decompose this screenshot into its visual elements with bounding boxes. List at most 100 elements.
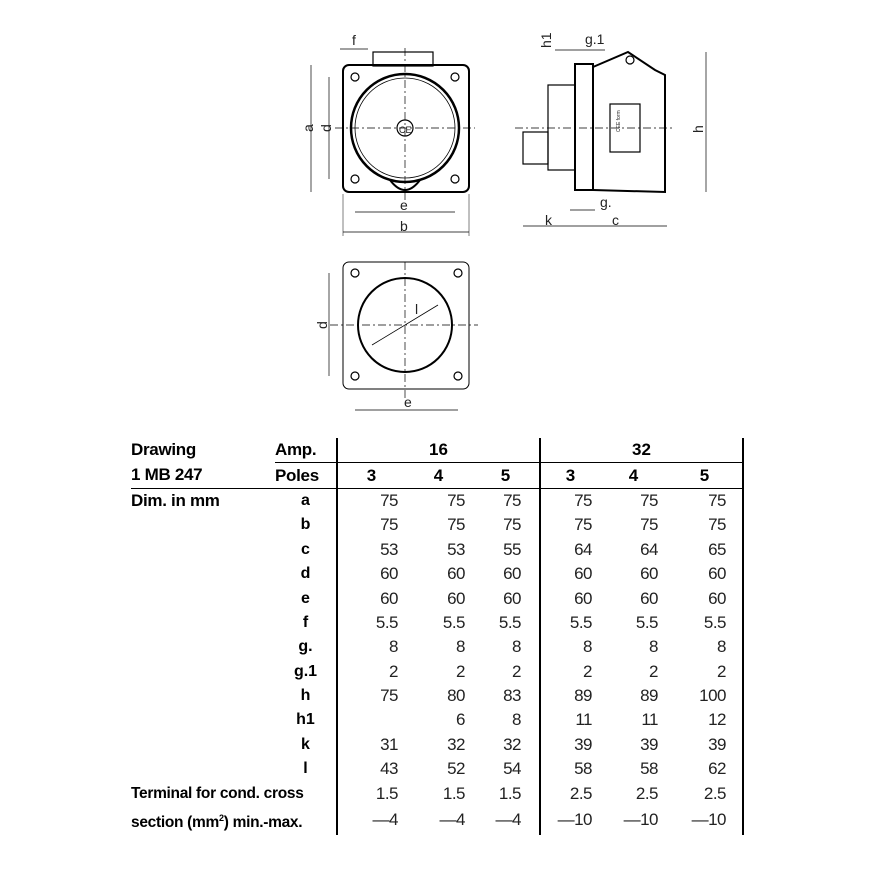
amp-32: 32 <box>539 438 744 463</box>
dim-label-h: h <box>690 125 706 133</box>
dim-value: 75 <box>640 515 658 535</box>
dim-letter: l <box>303 760 308 778</box>
dim-value: 8 <box>512 637 521 657</box>
empty-cell <box>131 586 275 610</box>
dim-value: 75 <box>472 487 540 514</box>
cutout-view <box>328 261 478 411</box>
dim-value: 5.5 <box>336 610 405 636</box>
dim-value: 75 <box>600 487 667 514</box>
terminal-label-line2: section (mm2) min.-max. <box>131 806 337 835</box>
dim-value: 60 <box>539 561 600 587</box>
dim-value: 2 <box>539 659 600 684</box>
dim-value: 53 <box>447 539 465 559</box>
dim-value: 2 <box>512 661 521 681</box>
dim-value: 54 <box>503 759 521 779</box>
dim-letter: d <box>300 565 311 583</box>
dim-value: 60 <box>667 561 744 587</box>
dim-value: 75 <box>447 515 465 535</box>
dim-value: 83 <box>503 686 521 706</box>
dim-value: 58 <box>640 759 658 779</box>
dim-value: 75 <box>667 487 744 514</box>
poles-header: 5 <box>472 462 540 489</box>
empty-cell <box>131 513 275 537</box>
terminal-min: 2.5 <box>667 781 744 806</box>
dim-label-k: k <box>545 212 553 228</box>
dim-value: 60 <box>640 588 658 608</box>
dim-value: 5.5 <box>635 612 659 632</box>
dim-label-h1: h1 <box>538 32 554 48</box>
cutout-label-e: e <box>404 394 412 410</box>
poles-header: 3 <box>539 462 600 489</box>
dim-value: 2 <box>456 661 465 681</box>
dim-unit-label: Dim. in mm <box>131 487 275 514</box>
dim-value: 60 <box>447 588 465 608</box>
terminal-max: —4 <box>439 810 466 830</box>
empty-cell <box>131 684 275 708</box>
dim-letter: a <box>275 487 337 514</box>
amp-16: 16 <box>336 438 540 463</box>
dim-value: 100 <box>667 683 744 709</box>
terminal-min: 1.5 <box>442 783 466 803</box>
dim-value: 89 <box>640 686 658 706</box>
dim-value: 75 <box>503 515 521 535</box>
dim-value: 8 <box>649 637 658 657</box>
dim-label-g1: g.1 <box>585 31 605 47</box>
dim-value: 5.5 <box>539 610 600 636</box>
dim-value: 8 <box>539 635 600 660</box>
terminal-min: 2.5 <box>539 781 600 806</box>
empty-cell <box>131 562 275 586</box>
dim-value: 64 <box>539 537 600 562</box>
empty-cell <box>131 708 275 732</box>
cutout-label-l: l <box>415 301 418 317</box>
dim-value: 55 <box>503 539 521 559</box>
drawing-number: 1 MB 247 <box>131 465 203 485</box>
dim-letter: h1 <box>296 711 315 729</box>
dim-value: 60 <box>667 586 744 611</box>
cutout-label-d: d <box>314 321 330 329</box>
dim-value: 60 <box>503 564 521 584</box>
empty-cell <box>131 757 275 781</box>
dim-value: 32 <box>447 734 465 754</box>
dim-value: 12 <box>667 708 744 733</box>
dim-letter: c <box>301 540 310 558</box>
terminal-label-sup: 2 <box>219 812 224 823</box>
dim-value: 75 <box>336 513 405 538</box>
empty-cell <box>131 660 275 684</box>
dim-value: 8 <box>512 710 521 730</box>
dim-value: 31 <box>336 732 405 758</box>
dim-value: 39 <box>539 732 600 758</box>
amp-label: Amp. <box>275 440 317 460</box>
dim-letter: g.1 <box>293 662 318 680</box>
dim-value: 60 <box>503 588 521 608</box>
dim-label-c: c <box>612 212 619 228</box>
front-view <box>310 48 475 236</box>
dim-value: 58 <box>539 757 600 782</box>
terminal-max: —4 <box>336 805 405 836</box>
dim-value: 75 <box>405 487 472 514</box>
dim-value: 65 <box>667 537 744 562</box>
dim-value: 75 <box>667 513 744 538</box>
terminal-label-line1: Terminal for cond. cross <box>131 784 304 802</box>
dim-value: 89 <box>539 683 600 709</box>
dim-value: 39 <box>640 734 658 754</box>
terminal-label-part: ) min.-max. <box>223 814 303 832</box>
dim-value: 11 <box>539 708 600 733</box>
dim-value: 5.5 <box>667 610 744 636</box>
empty-cell <box>131 733 275 757</box>
dim-value: 5.5 <box>498 612 522 632</box>
dim-value: 53 <box>336 537 405 562</box>
dim-value: 2 <box>667 659 744 684</box>
dim-value: 6 <box>456 710 465 730</box>
dim-label-g: g. <box>600 194 612 210</box>
dimension-table: Drawing Amp. 16 32 1 MB 247 Poles 3 4 5 … <box>131 438 744 836</box>
terminal-min: 1.5 <box>498 783 522 803</box>
